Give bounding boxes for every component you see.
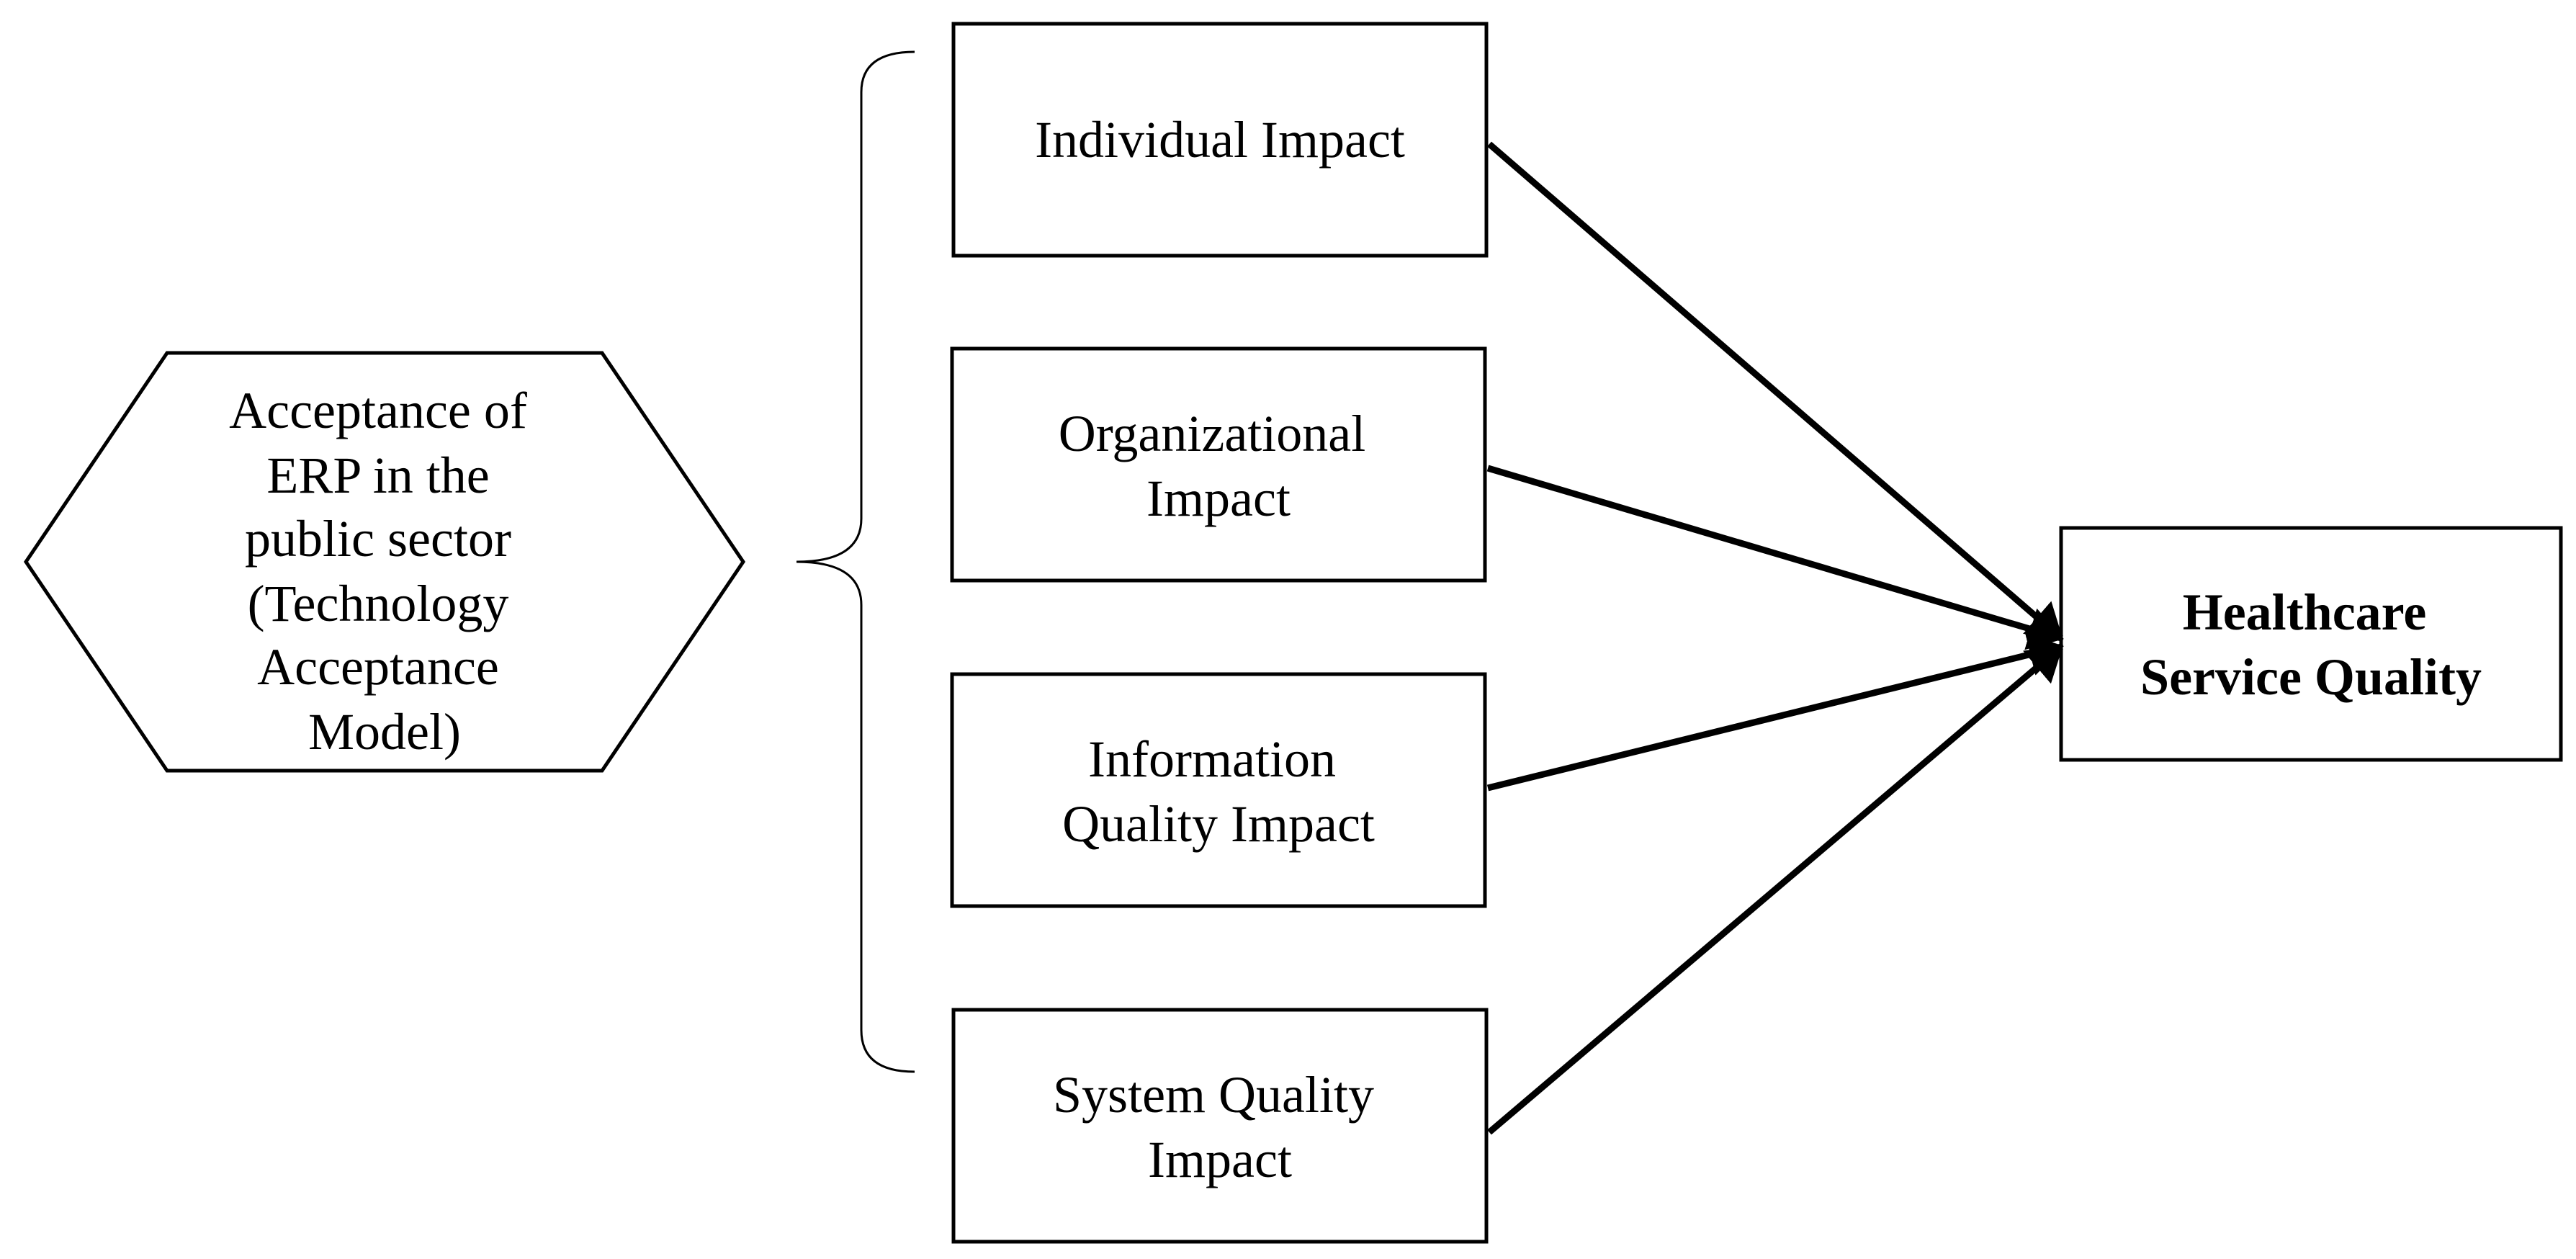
source-line-6: Model) (308, 703, 461, 761)
source-line-2: ERP in the (266, 447, 489, 504)
arrow-information-quality-to-healthcare (1486, 633, 2064, 792)
impact-box-organizational-label: Organizational Impact (1059, 405, 1379, 527)
organizational-line-1: Organizational (1059, 405, 1366, 462)
hexagon-shape (23, 351, 746, 773)
information-quality-line-2: Quality Impact (1062, 795, 1375, 853)
impact-box-individual-label: Individual Impact (1035, 111, 1405, 169)
target-node-healthcare-service-quality: Healthcare Service Quality (2059, 526, 2563, 762)
source-node-acceptance-of-erp: Acceptance of ERP in the public sector (… (23, 351, 746, 773)
impact-box-information-quality-shape (950, 672, 1487, 908)
impact-box-organizational: Organizational Impact (950, 346, 1487, 583)
source-line-3: public sector (245, 510, 511, 568)
system-quality-line-2: Impact (1148, 1131, 1292, 1188)
target-line-1: Healthcare (2183, 583, 2427, 641)
impact-box-system-quality: System Quality Impact (951, 1008, 1489, 1244)
source-node-label: Acceptance of ERP in the public sector (… (229, 382, 540, 761)
impact-box-individual: Individual Impact (951, 22, 1489, 258)
impact-box-system-quality-label: System Quality Impact (1053, 1066, 1387, 1188)
impact-box-system-quality-shape (951, 1008, 1489, 1244)
impact-box-organizational-shape (950, 346, 1487, 583)
individual-line-1: Individual Impact (1035, 111, 1405, 169)
impact-box-information-quality-label: Information Quality Impact (1062, 730, 1375, 853)
target-line-2: Service Quality (2140, 648, 2482, 706)
source-line-1: Acceptance of (229, 382, 527, 439)
impact-box-individual-shape (951, 22, 1489, 258)
organizational-line-2: Impact (1146, 470, 1291, 527)
arrow-organizational-to-healthcare (1486, 465, 2064, 650)
target-box-shape (2059, 526, 2563, 762)
source-line-5: Acceptance (257, 638, 499, 696)
information-quality-line-1: Information (1088, 730, 1336, 788)
impact-box-information-quality: Information Quality Impact (950, 672, 1487, 908)
source-line-4: (Technology (248, 575, 509, 632)
arrow-individual-to-healthcare (1487, 141, 2064, 641)
arrow-system-quality-to-healthcare (1487, 644, 2064, 1135)
system-quality-line-1: System Quality (1053, 1066, 1374, 1124)
grouping-brace (796, 50, 915, 1073)
target-node-label: Healthcare Service Quality (2140, 583, 2482, 706)
